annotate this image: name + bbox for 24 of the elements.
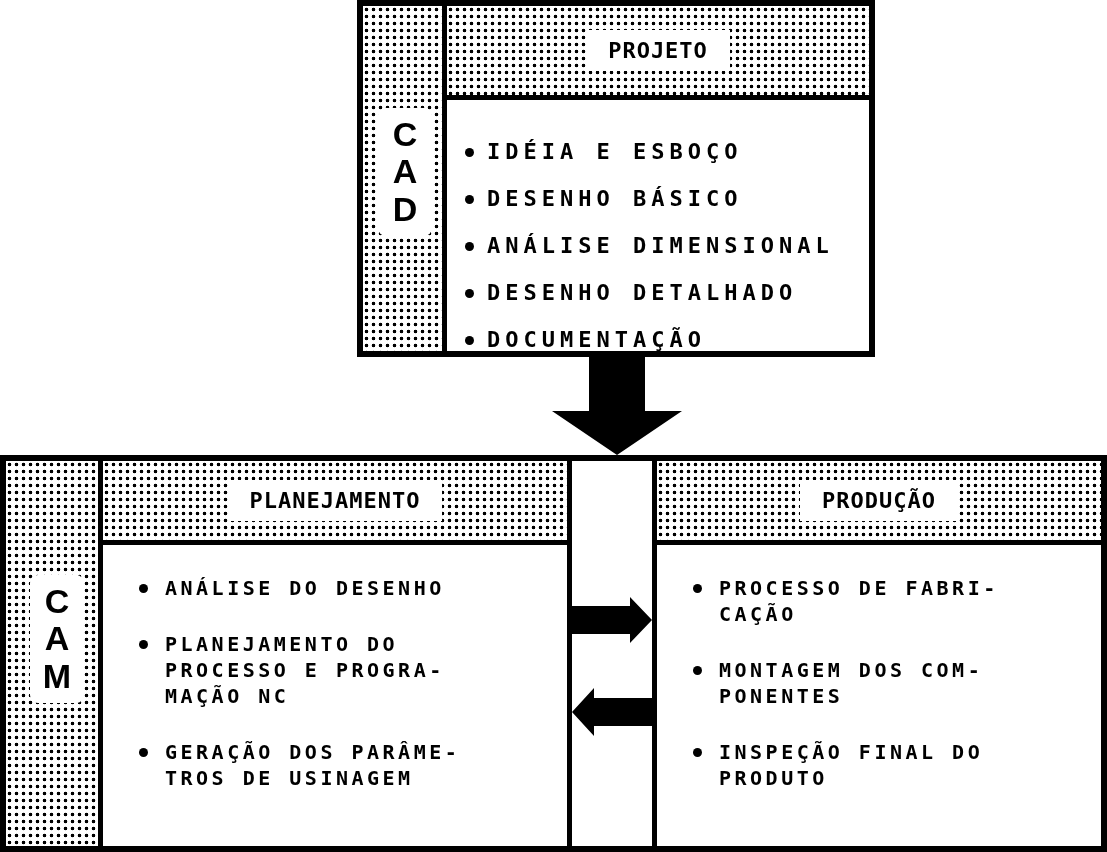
list-item: ANÁLISE DO DESENHO	[165, 576, 445, 600]
block-arrow	[552, 357, 682, 455]
list-item: ANÁLISE DIMENSIONAL	[487, 233, 834, 258]
block-arrow	[572, 688, 652, 736]
list-item: PLANEJAMENTO DO PROCESSO E PROGRA- MAÇÃO NC	[165, 632, 445, 708]
side-label: CAD	[378, 108, 432, 237]
list-item: MONTAGEM DOS COM- PONENTES	[719, 658, 984, 708]
section-panel	[652, 461, 1101, 846]
list-item: IDÉIA E ESBOÇO	[487, 139, 743, 164]
list-item: PROCESSO DE FABRI- CAÇÃO	[719, 576, 999, 626]
section-panel	[442, 6, 869, 351]
list-item: DOCUMENTAÇÃO	[487, 327, 706, 352]
section-heading: PRODUÇÃO	[800, 480, 958, 521]
section-panel	[98, 461, 572, 846]
list-item: GERAÇÃO DOS PARÂME- TROS DE USINAGEM	[165, 740, 461, 790]
section-heading: PLANEJAMENTO	[227, 480, 443, 521]
section-frame	[0, 455, 1107, 852]
section-heading: PROJETO	[586, 30, 730, 71]
block-arrow	[572, 597, 652, 643]
list-item: DESENHO DETALHADO	[487, 280, 798, 305]
side-label: CAM	[30, 575, 84, 704]
section-frame	[357, 0, 875, 357]
list-item: DESENHO BÁSICO	[487, 186, 743, 211]
list-item: INSPEÇÃO FINAL DO PRODUTO	[719, 740, 984, 790]
